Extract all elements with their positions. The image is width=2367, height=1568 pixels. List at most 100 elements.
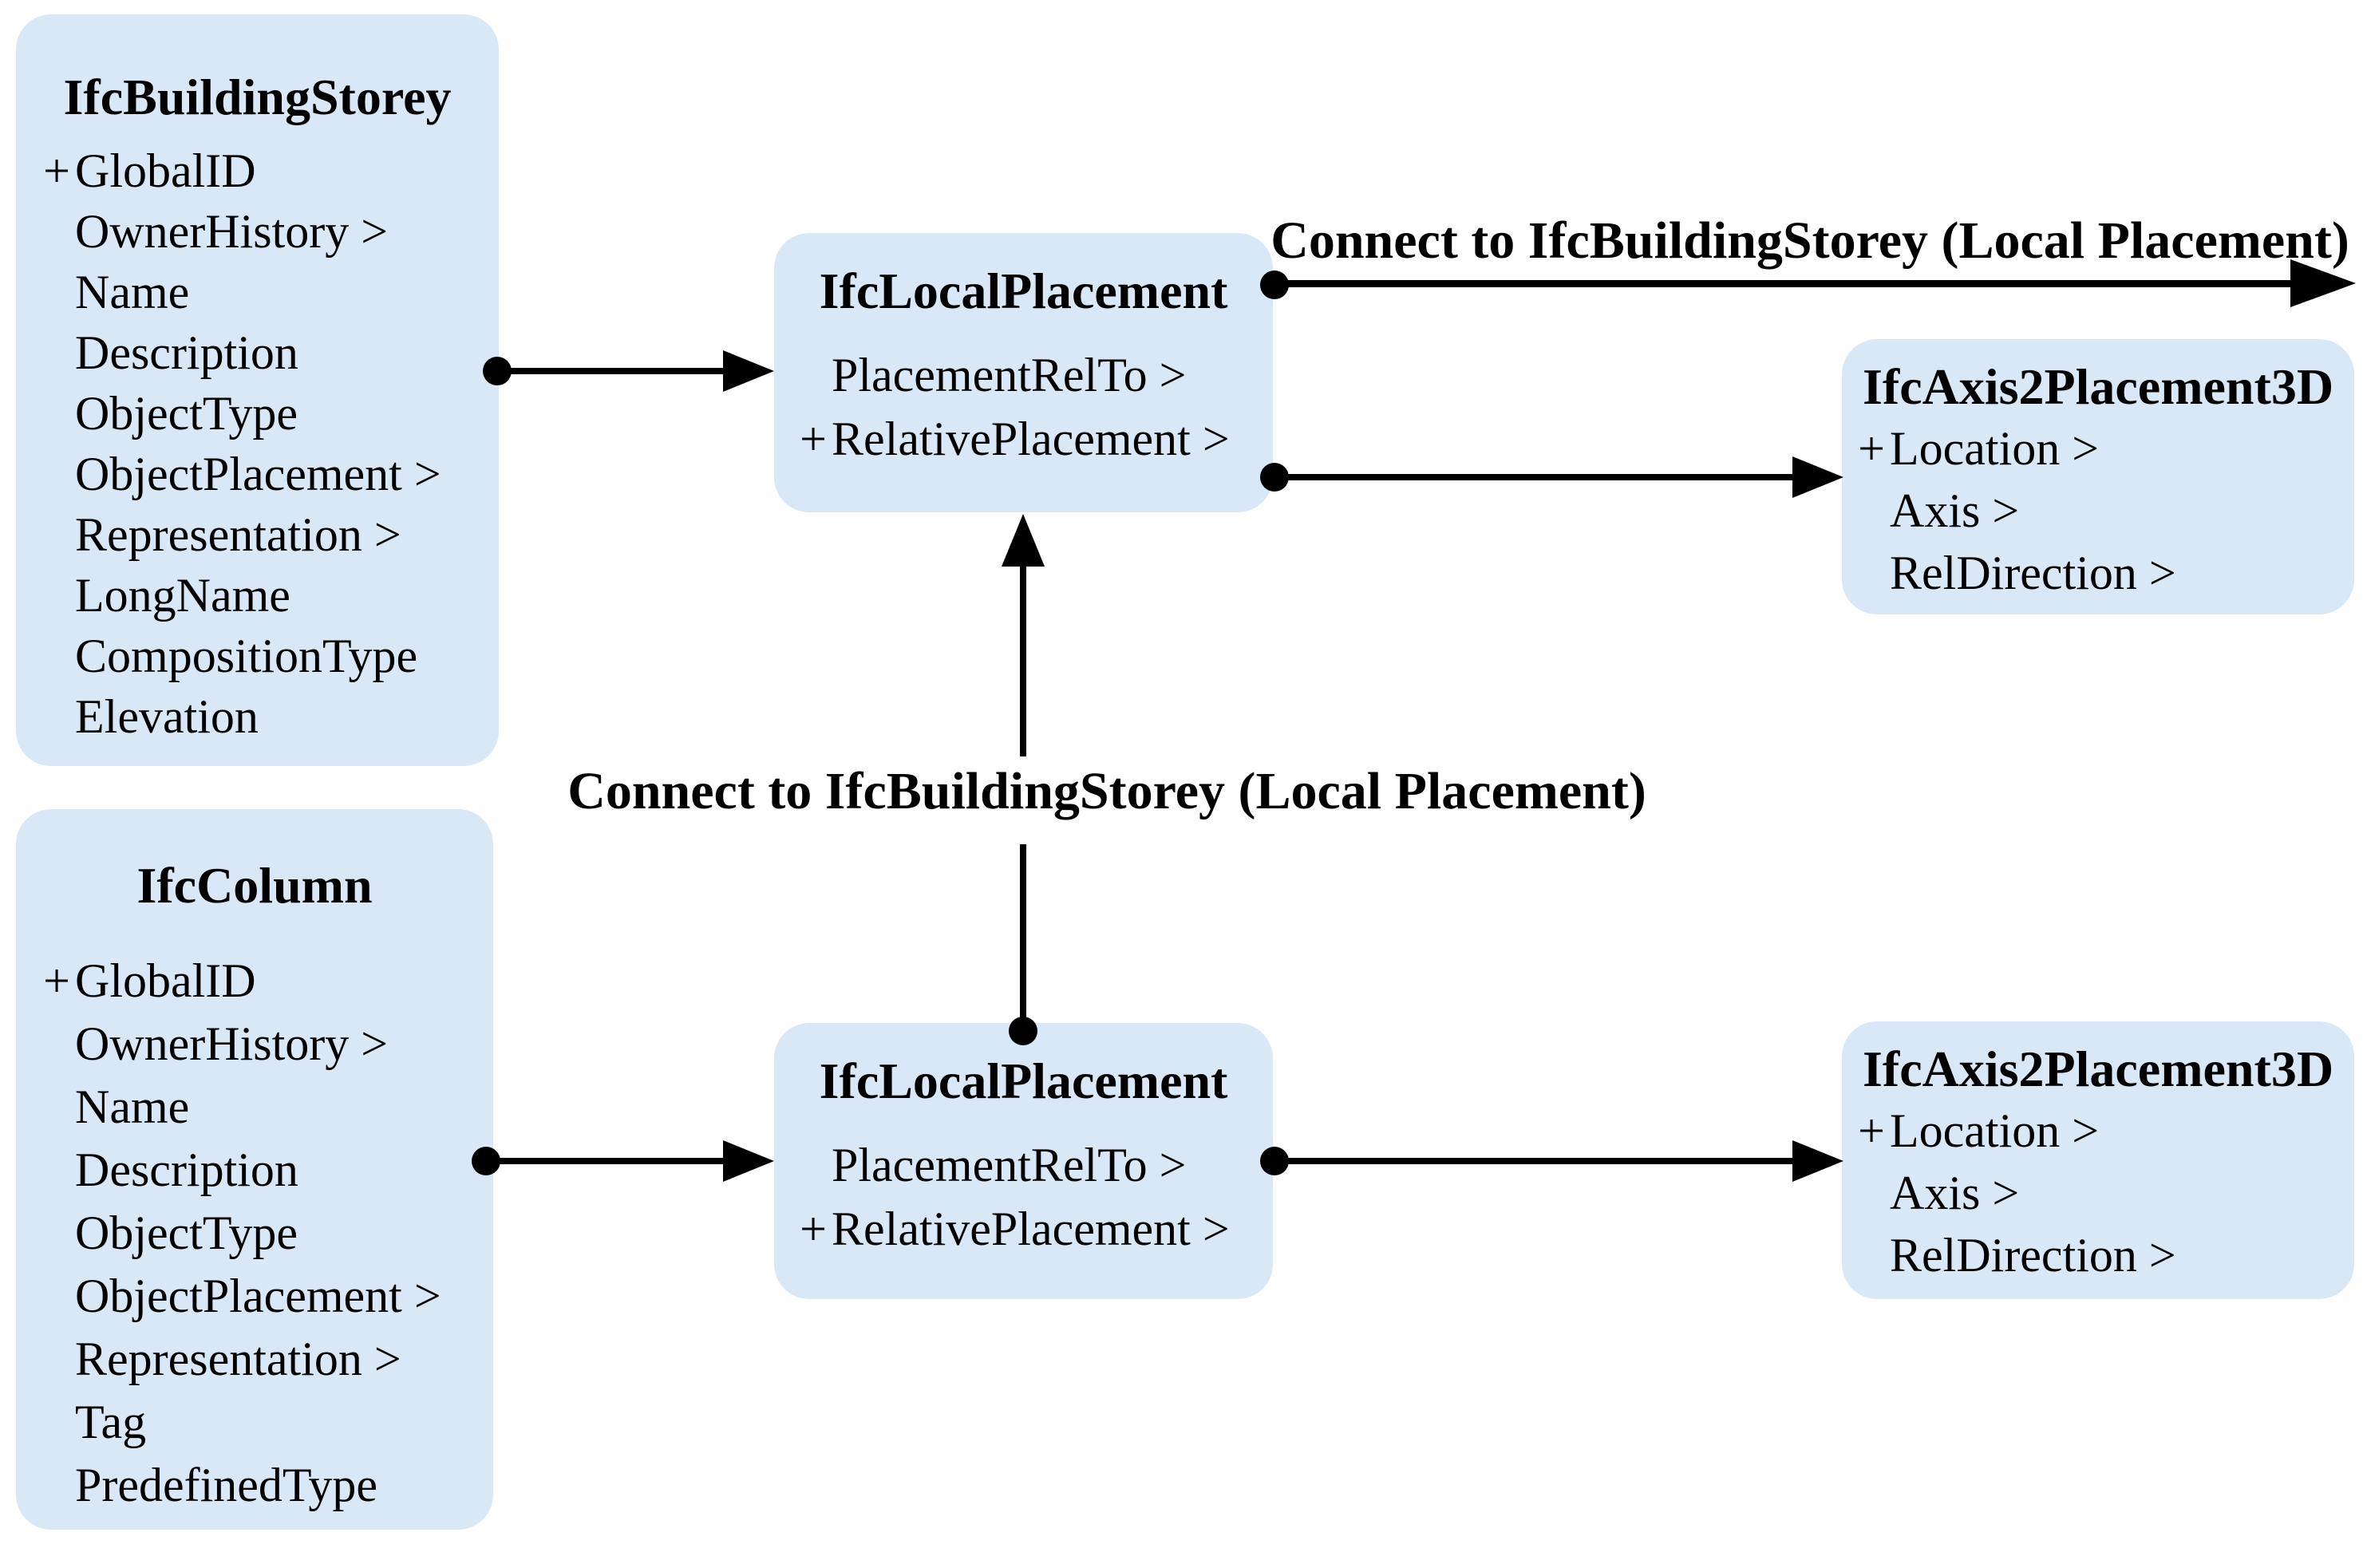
attribute-label: Location > xyxy=(1890,1104,2100,1157)
attribute-label: ObjectType xyxy=(75,387,298,440)
connector-line xyxy=(1020,844,1026,1031)
plus-marker xyxy=(1851,480,1890,542)
attribute-row: ObjectPlacement > xyxy=(38,1265,493,1328)
attribute-label: RelDirection > xyxy=(1890,1229,2176,1282)
plus-marker xyxy=(38,1013,75,1076)
attribute-label: PredefinedType xyxy=(75,1459,377,1511)
attribute-label: Axis > xyxy=(1890,484,2020,537)
attribute-label: GlobalID xyxy=(75,954,256,1007)
attribute-label: Representation > xyxy=(75,508,401,561)
attribute-label: PlacementRelTo > xyxy=(832,349,1187,401)
attribute-row: PredefinedType xyxy=(38,1454,493,1517)
attribute-label: OwnerHistory > xyxy=(75,1017,389,1070)
plus-marker xyxy=(38,322,75,383)
attribute-label: Representation > xyxy=(75,1333,401,1385)
attribute-label: PlacementRelTo > xyxy=(832,1139,1187,1191)
plus-marker: + xyxy=(43,144,70,197)
attribute-row: +GlobalID xyxy=(38,950,493,1013)
entity-title: IfcLocalPlacement xyxy=(819,263,1228,319)
plus-marker: + xyxy=(1858,1104,1885,1157)
entity-box-ifcbuildingstorey: IfcBuildingStorey +GlobalID OwnerHistory… xyxy=(16,14,499,766)
attribute-row: Axis > xyxy=(1851,1162,2354,1224)
attribute-label: Description xyxy=(75,1143,298,1196)
connector-line xyxy=(484,1158,723,1164)
attribute-label: ObjectType xyxy=(75,1207,298,1259)
arrow-right-icon xyxy=(1792,456,1843,498)
plus-marker xyxy=(38,1139,75,1202)
attribute-row: OwnerHistory > xyxy=(38,1013,493,1076)
plus-marker xyxy=(38,626,75,686)
arrow-up-icon xyxy=(1002,514,1045,567)
connector-line xyxy=(1273,1158,1796,1164)
plus-marker xyxy=(790,1133,832,1197)
entity-title: IfcColumn xyxy=(136,857,373,914)
connector-line xyxy=(1273,474,1796,480)
attribute-list: PlacementRelTo > +RelativePlacement > xyxy=(774,343,1273,471)
attribute-row: Representation > xyxy=(38,504,499,565)
plus-marker xyxy=(38,1202,75,1265)
plus-marker xyxy=(790,343,832,407)
attribute-label: RelativePlacement > xyxy=(832,1203,1230,1255)
attribute-label: Description xyxy=(75,326,298,379)
attribute-row: OwnerHistory > xyxy=(38,201,499,262)
entity-box-ifclocalplacement-bottom: IfcLocalPlacement PlacementRelTo > +Rela… xyxy=(774,1023,1273,1299)
attribute-row: Elevation xyxy=(38,686,499,747)
plus-marker xyxy=(38,504,75,565)
connector-line xyxy=(1020,559,1026,756)
attribute-row: Description xyxy=(38,322,499,383)
plus-marker: + xyxy=(43,954,70,1007)
plus-marker xyxy=(38,444,75,504)
connector-dot xyxy=(1009,1017,1037,1045)
connector-line xyxy=(495,368,728,374)
entity-box-ifclocalplacement-top: IfcLocalPlacement PlacementRelTo > +Rela… xyxy=(774,233,1273,512)
plus-marker: + xyxy=(800,413,827,465)
plus-marker xyxy=(38,1265,75,1328)
arrow-right-icon xyxy=(723,1140,774,1182)
plus-marker xyxy=(1851,542,1890,604)
plus-marker xyxy=(38,201,75,262)
attribute-row: RelDirection > xyxy=(1851,542,2354,604)
plus-marker xyxy=(38,686,75,747)
attribute-row: +Location > xyxy=(1851,1100,2354,1162)
connector-label-middle: Connect to IfcBuildingStorey (Local Plac… xyxy=(567,762,1646,820)
plus-marker xyxy=(38,1454,75,1517)
attribute-label: ObjectPlacement > xyxy=(75,448,441,500)
entity-title: IfcLocalPlacement xyxy=(819,1053,1228,1109)
entity-title: IfcBuildingStorey xyxy=(63,69,452,125)
connector-label-top: Connect to IfcBuildingStorey (Local Plac… xyxy=(1270,211,2349,270)
attribute-label: Tag xyxy=(75,1396,147,1448)
entity-box-ifcaxis2placement3d-bottom: IfcAxis2Placement3D +Location > Axis > R… xyxy=(1842,1021,2354,1299)
attribute-label: Location > xyxy=(1890,422,2100,475)
plus-marker: + xyxy=(1858,422,1885,475)
attribute-label: Name xyxy=(75,1080,190,1133)
entity-box-ifccolumn: IfcColumn +GlobalID OwnerHistory > Name … xyxy=(16,809,493,1530)
attribute-row: PlacementRelTo > xyxy=(790,1133,1273,1197)
attribute-row: Tag xyxy=(38,1391,493,1454)
attribute-row: RelDirection > xyxy=(1851,1224,2354,1286)
attribute-row: +Location > xyxy=(1851,417,2354,480)
attribute-label: RelDirection > xyxy=(1890,547,2176,599)
attribute-row: Name xyxy=(38,1076,493,1139)
attribute-row: Description xyxy=(38,1139,493,1202)
arrow-right-icon xyxy=(1792,1140,1843,1182)
attribute-list: +Location > Axis > RelDirection > xyxy=(1842,417,2354,604)
attribute-list: +GlobalID OwnerHistory > Name Descriptio… xyxy=(16,950,493,1517)
arrow-right-icon xyxy=(2290,259,2356,307)
attribute-row: +RelativePlacement > xyxy=(790,407,1273,471)
attribute-list: +GlobalID OwnerHistory > Name Descriptio… xyxy=(16,140,499,747)
plus-marker: + xyxy=(800,1203,827,1255)
attribute-list: PlacementRelTo > +RelativePlacement > xyxy=(774,1133,1273,1261)
plus-marker xyxy=(38,1076,75,1139)
attribute-label: RelativePlacement > xyxy=(832,413,1230,465)
plus-marker xyxy=(38,1328,75,1391)
attribute-row: CompositionType xyxy=(38,626,499,686)
attribute-row: LongName xyxy=(38,565,499,626)
attribute-label: Name xyxy=(75,266,190,318)
attribute-row: Axis > xyxy=(1851,480,2354,542)
attribute-label: Elevation xyxy=(75,690,259,743)
attribute-row: ObjectType xyxy=(38,1202,493,1265)
attribute-row: Name xyxy=(38,262,499,322)
attribute-label: Axis > xyxy=(1890,1167,2020,1219)
attribute-label: OwnerHistory > xyxy=(75,205,389,258)
